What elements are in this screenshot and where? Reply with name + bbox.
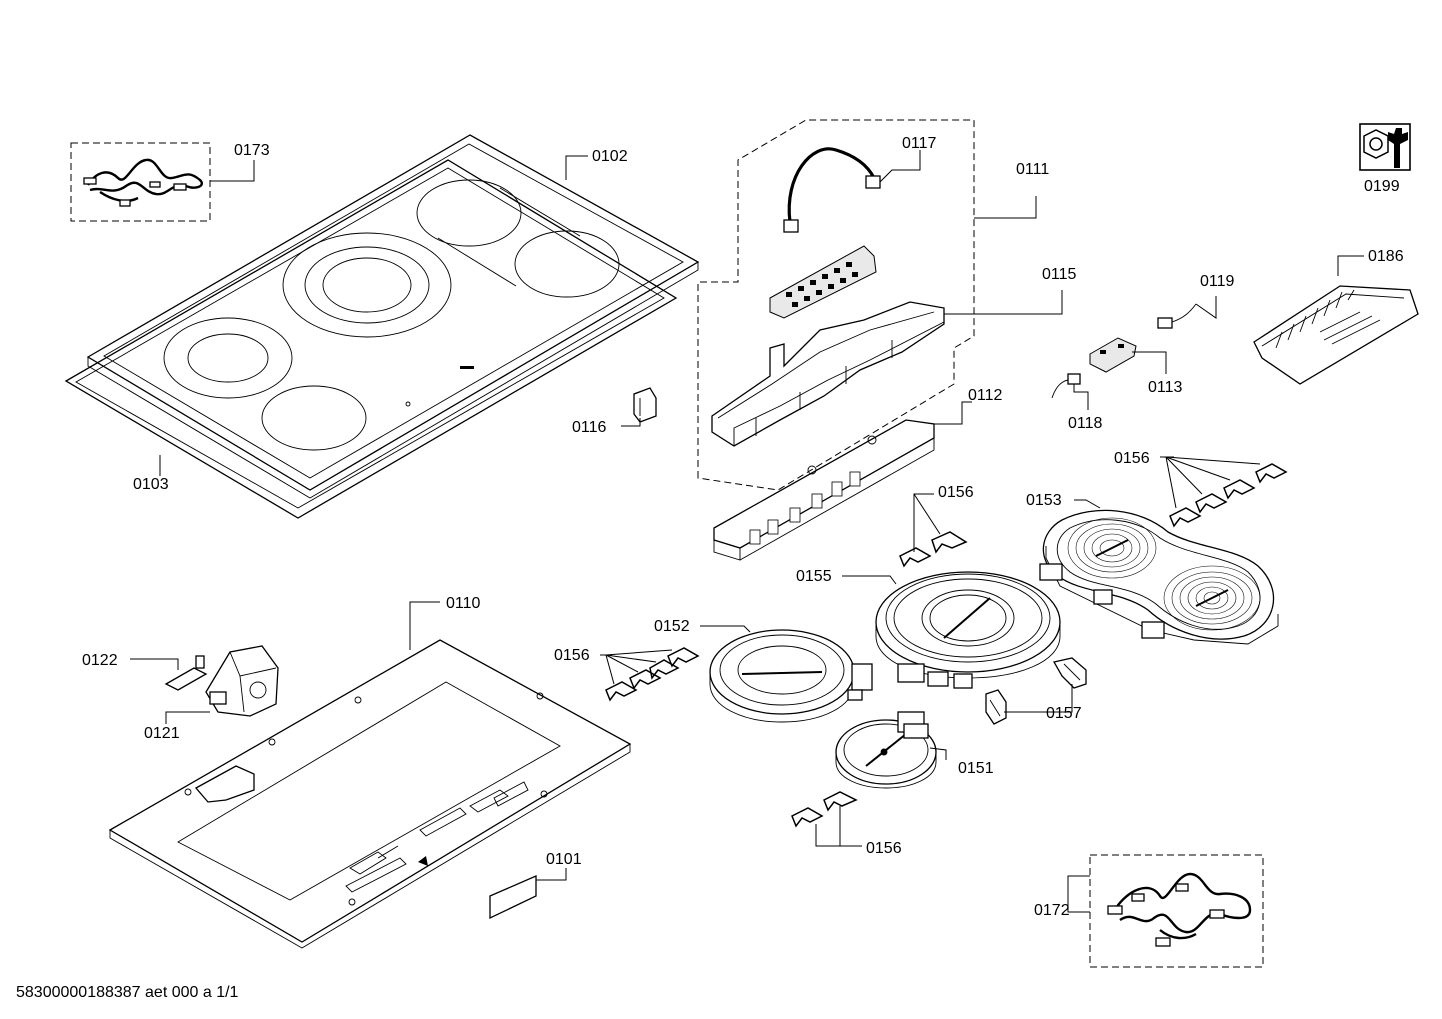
part-0110-bottom-housing — [108, 639, 632, 949]
label-0156-bottom: 0156 — [866, 840, 902, 857]
label-0117: 0117 — [902, 135, 937, 152]
part-0112-power-board — [713, 419, 935, 561]
part-0101-rating-label — [489, 875, 537, 920]
part-0121-fan — [205, 645, 279, 717]
part-0117-ribbon-cable — [783, 147, 881, 233]
part-0102-cooktop — [86, 134, 700, 499]
label-0151: 0151 — [958, 760, 994, 777]
label-0199: 0199 — [1364, 178, 1400, 195]
label-0157: 0157 — [1046, 705, 1082, 722]
part-0115-control-board — [769, 245, 877, 319]
wrench-nut-icon — [1359, 123, 1411, 171]
label-0118: 0118 — [1068, 415, 1103, 432]
label-0110: 0110 — [446, 595, 481, 612]
part-0115-housing — [711, 301, 945, 447]
part-0153-dual-heating-element — [1039, 509, 1279, 645]
part-0103-seal-frame — [64, 159, 678, 519]
label-0122: 0122 — [82, 652, 118, 669]
label-0156-top-right: 0156 — [1114, 450, 1150, 467]
label-0173: 0173 — [234, 142, 270, 159]
label-0186: 0186 — [1368, 248, 1404, 265]
label-0152: 0152 — [654, 618, 690, 635]
part-0113-small-board — [1089, 337, 1137, 373]
label-0111: 0111 — [1016, 161, 1049, 178]
part-0186-kit — [1253, 285, 1419, 385]
part-0172-cable-harness — [1089, 854, 1264, 968]
label-0113: 0113 — [1148, 379, 1183, 396]
label-0101: 0101 — [546, 851, 582, 868]
part-0173-cable-harness — [70, 142, 211, 222]
part-0156-brackets-d — [791, 791, 858, 828]
label-0103: 0103 — [133, 476, 169, 493]
label-0153: 0153 — [1026, 492, 1062, 509]
document-footer: 58300000188387 aet 000 a 1/1 — [16, 984, 239, 1001]
part-0118-connector — [1051, 373, 1081, 399]
part-0116-clip — [633, 387, 657, 423]
part-0156-brackets-b — [899, 531, 968, 568]
label-0116: 0116 — [572, 419, 607, 436]
part-0151-heating-element — [835, 711, 937, 789]
part-0122-bracket — [164, 655, 208, 691]
label-0119: 0119 — [1200, 273, 1235, 290]
label-0156-left: 0156 — [554, 647, 590, 664]
part-0157-limiter — [985, 657, 1087, 725]
label-0112: 0112 — [968, 387, 1003, 404]
label-0115: 0115 — [1042, 266, 1077, 283]
part-0156-brackets-c — [605, 647, 700, 702]
label-0156-middle: 0156 — [938, 484, 974, 501]
label-0172: 0172 — [1034, 902, 1070, 919]
label-0155: 0155 — [796, 568, 832, 585]
part-0152-heating-element — [709, 629, 873, 723]
label-0121: 0121 — [144, 725, 180, 742]
part-0156-brackets-a — [1169, 463, 1288, 528]
part-0119-connector — [1157, 303, 1197, 329]
label-0102: 0102 — [592, 148, 628, 165]
part-0155-heating-element — [875, 571, 1061, 689]
